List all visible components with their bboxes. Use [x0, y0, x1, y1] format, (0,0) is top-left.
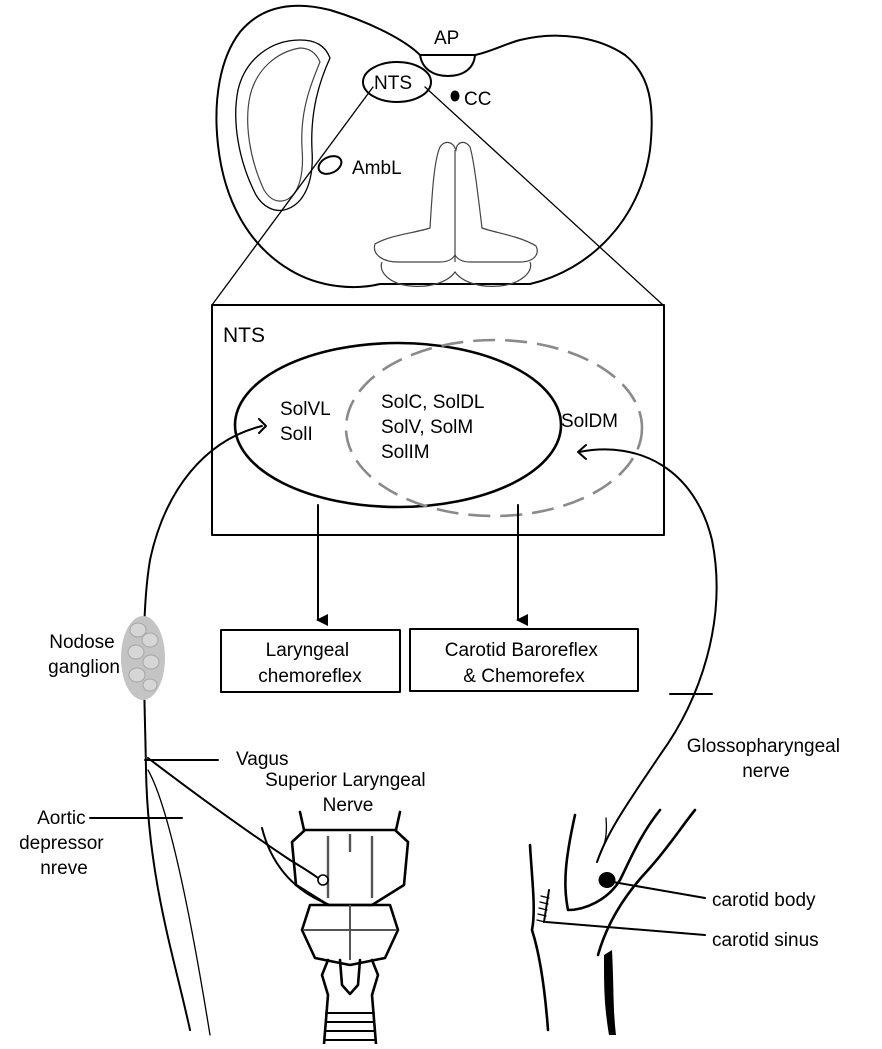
sln-label: Superior Laryngeal Nerve [265, 770, 431, 816]
tracheal-rings [326, 1013, 374, 1040]
larynx-top-right [396, 812, 400, 830]
carotid-label: Carotid Baroreflex & Chemorefex [445, 640, 603, 687]
carotid-vessel-left [530, 845, 548, 1030]
central-canal [451, 91, 460, 102]
ambiguus-oval [316, 153, 345, 178]
external-carotid-thick [604, 950, 616, 1035]
aortic-depressor-branch [148, 770, 210, 1035]
sln-entry-point [318, 875, 328, 885]
nts-left-group: SolVL SolI [280, 399, 335, 445]
label-nts-brainstem: NTS [374, 73, 412, 94]
lateral-structure-inner [248, 48, 320, 201]
pyramids [381, 262, 530, 286]
output-laryngeal-box: Laryngeal chemoreflex [221, 630, 400, 692]
nodose-ganglion [121, 616, 165, 700]
larynx-top-left [300, 812, 304, 830]
vagus-pathway [90, 419, 330, 1035]
label-cc: CC [464, 89, 491, 110]
brainstem-section: AP NTS CC AmbL [216, 6, 651, 287]
nts-box: NTS SolVL SolI SolC, SolDL SolV, SolM So… [212, 305, 664, 535]
carotid-vessel-inner-left [565, 810, 660, 910]
carotid-body-label: carotid body [712, 890, 816, 911]
zoom-line-right [425, 87, 663, 305]
larynx [292, 812, 408, 1044]
carotid-body-dot [599, 872, 616, 888]
carotid-sinus-leader [546, 922, 705, 935]
nodose-label: Nodose ganglion [48, 632, 120, 678]
label-ap: AP [434, 28, 459, 49]
carotid-sinus-marks [537, 890, 549, 922]
label-ambl: AmbL [352, 158, 402, 179]
carotid-sinus-label: carotid sinus [712, 930, 819, 951]
lateral-structure [236, 40, 330, 210]
glosso-label: Glossopharyngeal nerve [687, 736, 845, 782]
nts-center-group: SolC, SolDL SolV, SolM SolIM [381, 392, 489, 463]
vagus-label: Vagus [236, 749, 288, 770]
laryngeal-label: Laryngeal chemoreflex [258, 640, 362, 687]
nts-right-group: SolDM [561, 411, 618, 432]
nts-title: NTS [223, 324, 265, 347]
output-carotid-box: Carotid Baroreflex & Chemorefex [410, 629, 638, 691]
vagus-nerve [144, 426, 262, 1030]
